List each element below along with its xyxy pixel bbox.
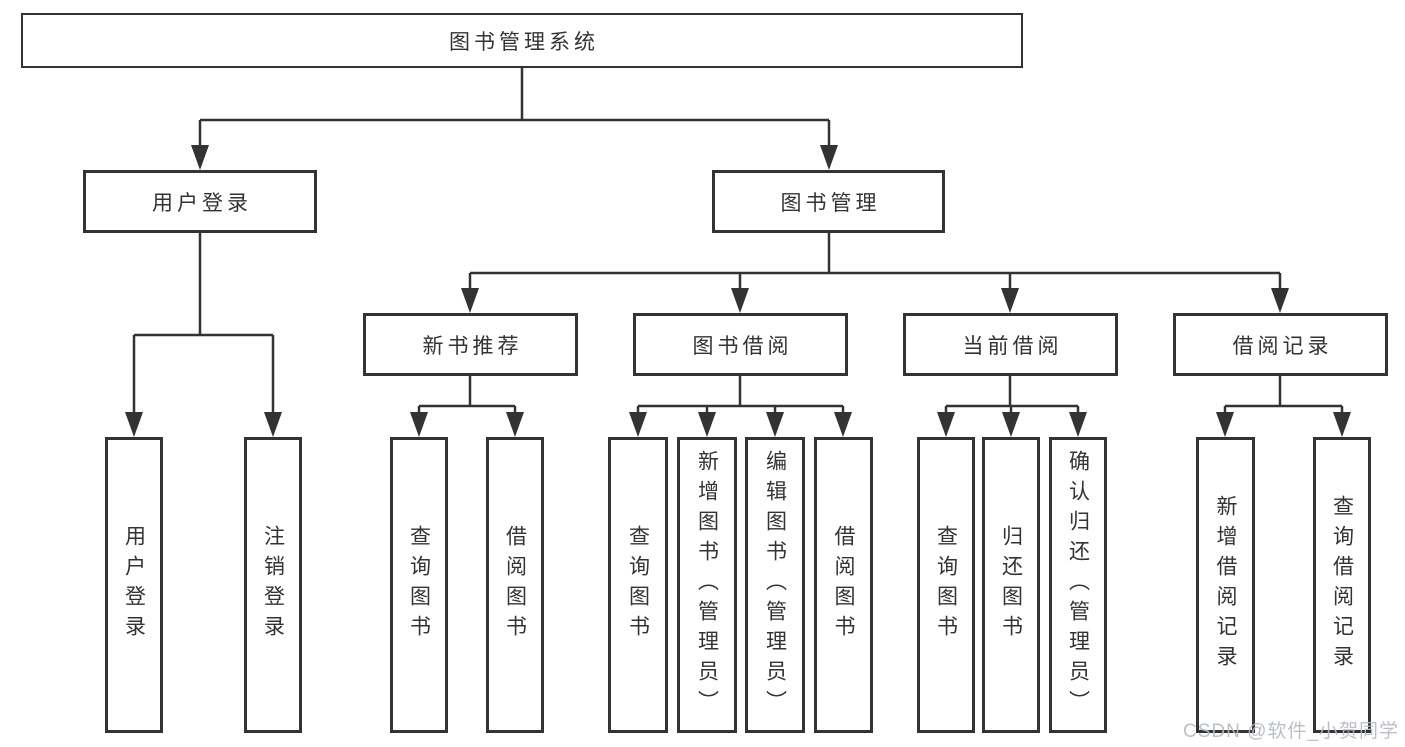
node-user-login: 用户登录 [83, 170, 317, 233]
node-label: 当前借阅 [962, 334, 1063, 358]
node-new-book-recommend: 新书推荐 [363, 313, 578, 376]
leaf-label: 注销登录 [261, 525, 285, 645]
node-book-borrow: 图书借阅 [633, 313, 848, 376]
leaf-label: 确认归还（管理员） [1066, 450, 1090, 720]
leaf-query-borrow-record: 查询借阅记录 [1313, 437, 1371, 733]
leaf-label: 归还图书 [999, 525, 1023, 645]
leaf-query-books-borrow: 查询图书 [608, 437, 668, 733]
leaf-query-books-recommend: 查询图书 [390, 437, 448, 733]
leaf-return-books: 归还图书 [982, 437, 1040, 733]
node-label: 图书管理系统 [449, 30, 599, 54]
leaf-label: 借阅图书 [832, 525, 855, 645]
node-book-management: 图书管理 [712, 170, 945, 233]
connector-lines [132, 68, 1344, 413]
node-label: 用户登录 [152, 191, 252, 215]
csdn-watermark: CSDN @软件_小贺同学 [1183, 721, 1399, 742]
node-system-root: 图书管理系统 [21, 13, 1023, 68]
leaf-query-books-current: 查询图书 [917, 437, 975, 733]
node-borrow-records: 借阅记录 [1173, 313, 1388, 376]
leaf-edit-books-admin: 编辑图书（管理员） [745, 437, 805, 733]
leaf-label: 查询图书 [626, 525, 650, 645]
node-label: 图书管理 [780, 191, 881, 215]
node-current-borrow: 当前借阅 [903, 313, 1118, 376]
leaf-label: 用户登录 [122, 525, 146, 645]
node-label: 新书推荐 [422, 334, 523, 358]
leaf-borrow-books-recommend: 借阅图书 [486, 437, 544, 733]
leaf-label: 查询图书 [407, 525, 431, 645]
arrowheads [125, 145, 1351, 437]
leaf-add-borrow-record: 新增借阅记录 [1196, 437, 1255, 733]
leaf-label: 编辑图书（管理员） [763, 450, 787, 720]
leaf-logout: 注销登录 [244, 437, 302, 733]
leaf-label: 查询借阅记录 [1330, 495, 1354, 675]
leaf-confirm-return-admin: 确认归还（管理员） [1049, 437, 1107, 733]
leaf-label: 新增借阅记录 [1214, 495, 1237, 675]
node-label: 图书借阅 [692, 334, 793, 358]
node-label: 借阅记录 [1232, 334, 1333, 358]
leaf-borrow-books: 借阅图书 [814, 437, 873, 733]
leaf-label: 查询图书 [934, 525, 958, 645]
leaf-label: 借阅图书 [503, 525, 527, 645]
leaf-user-login: 用户登录 [105, 437, 163, 733]
leaf-label: 新增图书（管理员） [695, 450, 719, 720]
leaf-add-books-admin: 新增图书（管理员） [677, 437, 737, 733]
